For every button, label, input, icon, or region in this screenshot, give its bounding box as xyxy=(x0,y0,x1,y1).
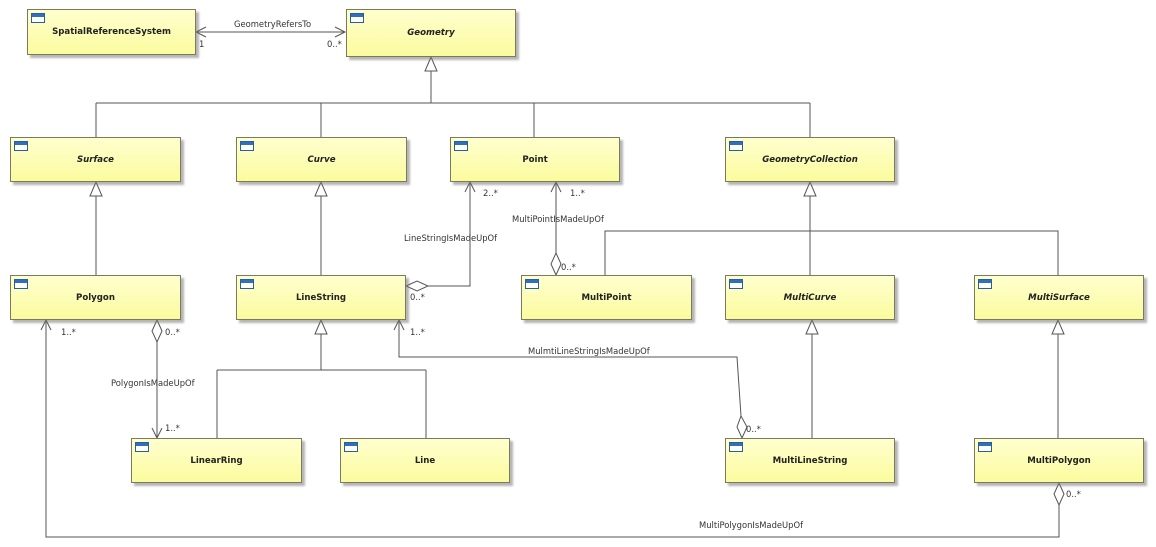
class-multicurve[interactable]: MultiCurve xyxy=(725,275,895,320)
multiplicity-polygon-whole-end: 0..* xyxy=(165,327,180,337)
class-multipolygon[interactable]: MultiPolygon xyxy=(974,438,1144,483)
generalization-arrowhead-curve xyxy=(314,180,328,197)
association-label-multipoint-made-up-of: MultiPointIsMadeUpOf xyxy=(512,214,604,224)
class-curve[interactable]: Curve xyxy=(236,137,407,182)
class-spatial-reference-system[interactable]: SpatialReferenceSystem xyxy=(27,9,196,55)
class-name: Point xyxy=(522,154,548,165)
aggregation-diamond-polygon xyxy=(151,318,163,344)
class-name: MultiSurface xyxy=(1028,292,1090,303)
generalization-linestring-children xyxy=(216,334,427,438)
multiplicity-multipolygon-whole-end: 0..* xyxy=(1066,489,1081,499)
class-icon xyxy=(240,279,254,289)
class-polygon[interactable]: Polygon xyxy=(10,275,181,320)
class-name: SpatialReferenceSystem xyxy=(52,27,171,37)
open-arrow-geometry xyxy=(334,26,347,38)
class-icon xyxy=(729,279,743,289)
class-name: GeometryCollection xyxy=(762,154,858,165)
generalization-collection-children xyxy=(604,196,1059,275)
association-label-multilinestring-made-up-of: MulmtiLineStringIsMadeUpOf xyxy=(528,346,650,356)
class-icon xyxy=(978,442,992,452)
class-name: MultiCurve xyxy=(783,292,837,303)
generalization-geometry-trunk xyxy=(95,71,811,137)
generalization-arrowhead-surface xyxy=(89,180,103,197)
class-name: LineString xyxy=(295,292,347,303)
class-name: Polygon xyxy=(76,292,115,303)
class-geometry-collection[interactable]: GeometryCollection xyxy=(725,137,895,182)
open-arrow-linestring-part xyxy=(393,318,405,331)
class-icon xyxy=(240,141,254,151)
class-icon xyxy=(729,442,743,452)
generalization-arrowhead-linestring xyxy=(314,318,328,335)
class-name: MultiLineString xyxy=(772,455,848,466)
class-icon xyxy=(978,279,992,289)
multiplicity-multipoint-point-end: 1..* xyxy=(570,188,585,198)
class-icon xyxy=(31,13,45,23)
association-multipolygon-made-up-of xyxy=(45,320,1060,538)
class-name: MultiPoint xyxy=(581,292,632,303)
class-surface[interactable]: Surface xyxy=(10,137,181,182)
class-linestring[interactable]: LineString xyxy=(236,275,406,320)
association-label-polygon-made-up-of: PolygonIsMadeUpOf xyxy=(111,378,195,388)
class-geometry[interactable]: Geometry xyxy=(346,9,516,57)
class-name: Line xyxy=(414,455,436,466)
multiplicity-polygon-part-end: 1..* xyxy=(61,327,76,337)
generalization-arrowhead-geometry xyxy=(424,55,438,72)
association-multilinestring-made-up-of xyxy=(398,320,742,417)
association-label-geometry-refers-to: GeometryRefersTo xyxy=(234,19,312,29)
class-multilinestring[interactable]: MultiLineString xyxy=(725,438,895,483)
multiplicity-multipoint-whole-end: 0..* xyxy=(561,262,576,272)
class-name: Curve xyxy=(307,154,336,165)
generalization-arrowhead-collection xyxy=(803,180,817,197)
multiplicity-linestring-point-end: 2..* xyxy=(483,188,498,198)
multiplicity-linestring-whole-end: 0..* xyxy=(410,292,425,302)
open-arrow-point-multipoint xyxy=(550,180,562,193)
multiplicity-linestring-part-end: 1..* xyxy=(410,327,425,337)
class-name: Surface xyxy=(76,154,114,165)
multiplicity-geometry-end: 0..* xyxy=(327,39,342,49)
class-name: LinearRing xyxy=(190,455,243,466)
class-icon xyxy=(14,279,28,289)
multiplicity-srs-end: 1 xyxy=(199,39,205,49)
class-point[interactable]: Point xyxy=(450,137,620,182)
aggregation-diamond-multipolygon xyxy=(1053,481,1065,507)
class-icon xyxy=(350,13,364,23)
aggregation-diamond-linestring xyxy=(404,280,430,292)
aggregation-diamond-multipoint xyxy=(550,251,562,277)
association-label-linestring-made-up-of: LineStringIsMadeUpOf xyxy=(404,233,498,243)
generalization-arrowhead-multicurve xyxy=(805,318,819,335)
association-linestring-made-up-of xyxy=(428,182,471,287)
class-multisurface[interactable]: MultiSurface xyxy=(974,275,1144,320)
multiplicity-linearring-end: 1..* xyxy=(165,423,180,433)
aggregation-diamond-multilinestring xyxy=(736,414,748,440)
class-multipoint[interactable]: MultiPoint xyxy=(521,275,692,320)
open-arrow-srs xyxy=(194,26,207,38)
class-icon xyxy=(729,141,743,151)
multiplicity-multilinestring-whole-end: 0..* xyxy=(746,424,761,434)
class-line[interactable]: Line xyxy=(340,438,510,483)
generalization-arrowhead-multisurface xyxy=(1051,318,1065,335)
class-name: MultiPolygon xyxy=(1027,455,1091,466)
class-icon xyxy=(454,141,468,151)
class-icon xyxy=(525,279,539,289)
class-icon xyxy=(344,442,358,452)
class-icon xyxy=(135,442,149,452)
class-linearring[interactable]: LinearRing xyxy=(131,438,302,483)
class-icon xyxy=(14,141,28,151)
association-label-multipolygon-made-up-of: MultiPolygonIsMadeUpOf xyxy=(699,520,804,530)
open-arrow-polygon-part xyxy=(40,318,52,331)
class-name: Geometry xyxy=(407,28,455,38)
open-arrow-point-linestring xyxy=(464,180,476,193)
